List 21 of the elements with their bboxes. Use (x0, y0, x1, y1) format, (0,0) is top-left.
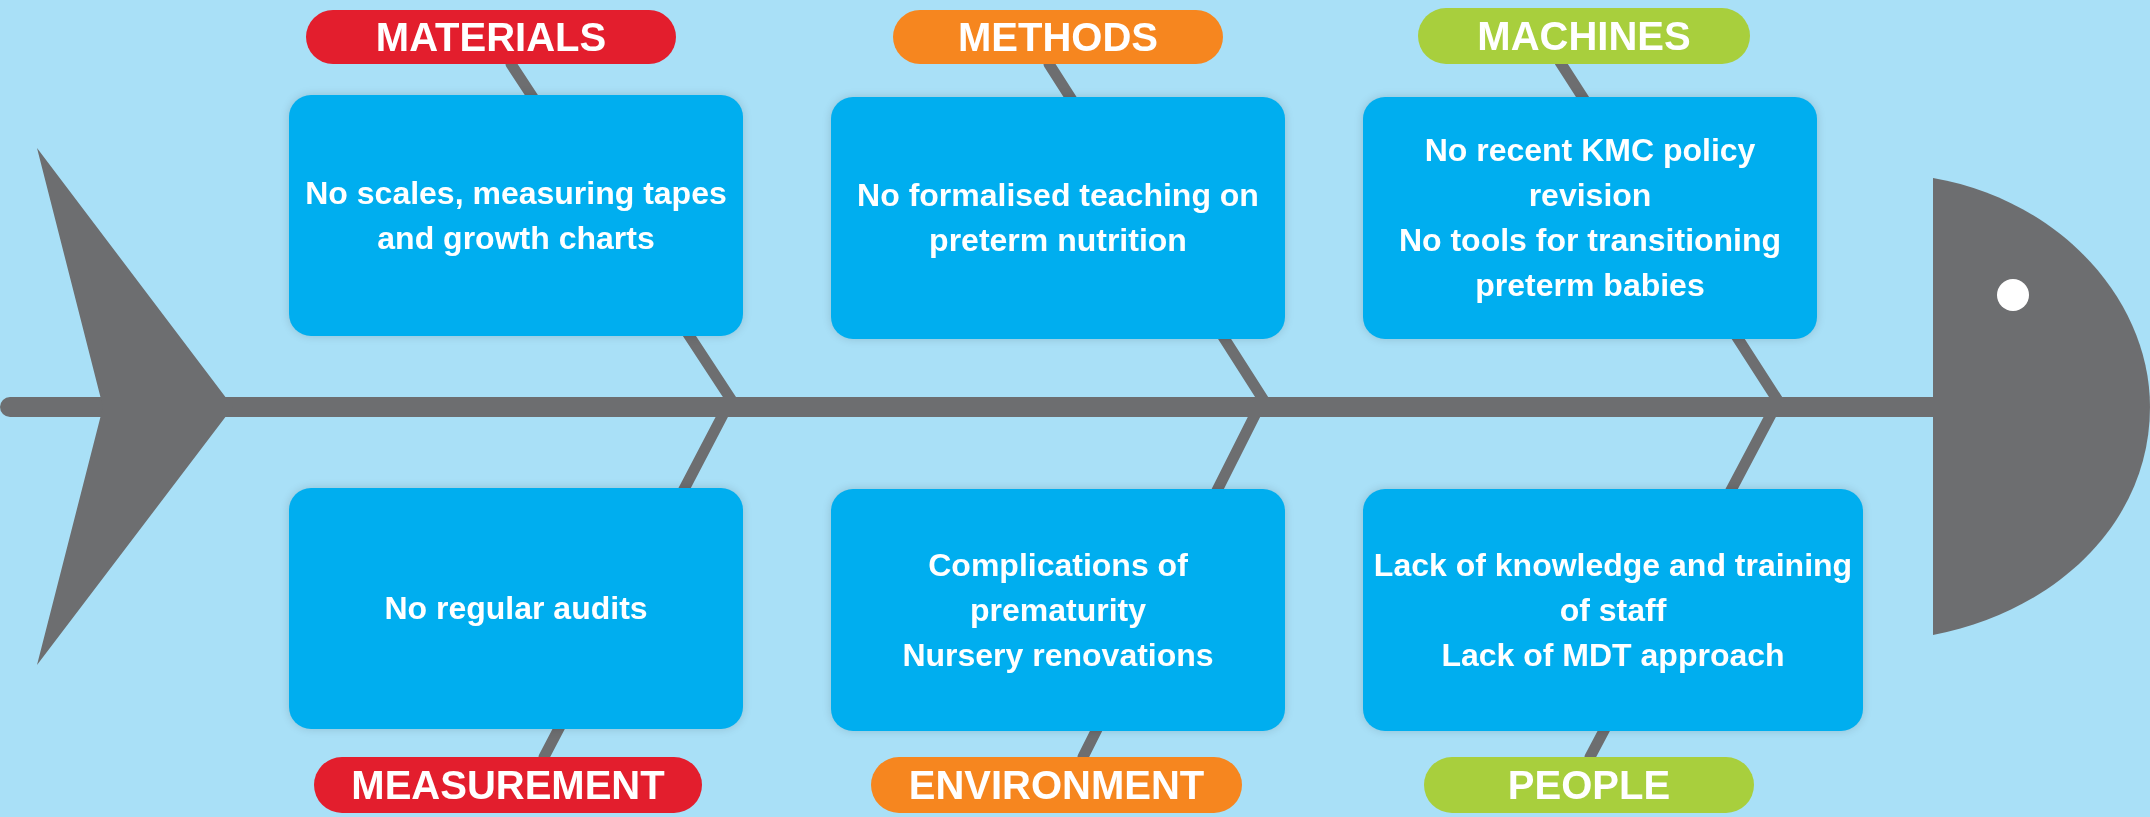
cause-text: Lack of knowledge and training of staff (1373, 545, 1853, 630)
category-label: MATERIALS (306, 10, 676, 64)
category-label: PEOPLE (1424, 757, 1754, 813)
cause-box (1363, 97, 1817, 339)
cause-text: No recent KMC policy revision (1423, 131, 1757, 215)
cause-text: No tools for transitioning preterm babies (1397, 221, 1783, 305)
cause-text: Lack of MDT approach (1441, 635, 1785, 675)
cause-box (1363, 489, 1863, 731)
category-label: MACHINES (1418, 8, 1750, 64)
cause-box (289, 488, 743, 729)
cause-text: No scales, measuring tapes and growth charts (304, 173, 728, 258)
cause-text: Nursery renovations (902, 635, 1214, 675)
cause-box (831, 97, 1285, 339)
cause-box (289, 95, 743, 336)
category-label: MEASUREMENT (314, 757, 702, 813)
cause-text: No regular audits (384, 589, 648, 628)
category-label: ENVIRONMENT (871, 757, 1242, 813)
cause-text: Complications of prematurity (927, 545, 1189, 630)
cause-box (831, 489, 1285, 731)
cause-text: No formalised teaching on preterm nutrition (856, 176, 1260, 260)
category-label: METHODS (893, 10, 1223, 64)
